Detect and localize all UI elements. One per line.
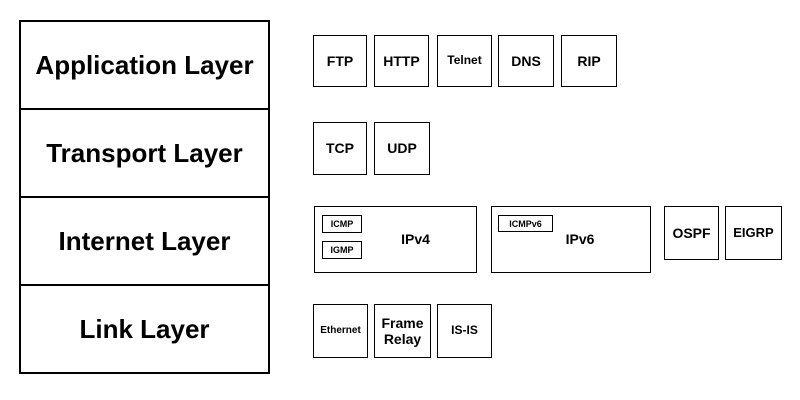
protocol-eigrp: EIGRP [725, 206, 782, 260]
protocol-ethernet: Ethernet [313, 304, 368, 358]
layer-application: Application Layer [21, 22, 268, 110]
protocol-ospf-label: OSPF [672, 224, 711, 241]
protocol-ftp-label: FTP [326, 52, 354, 69]
protocol-telnet-label: Telnet [447, 53, 482, 68]
protocol-icmpv6: ICMPv6 [498, 215, 553, 232]
layer-internet: Internet Layer [21, 198, 268, 286]
protocol-ospf: OSPF [664, 206, 719, 260]
layer-link-label: Link Layer [79, 313, 210, 344]
protocol-dns: DNS [498, 35, 554, 87]
protocol-frame-relay-label-line2: Relay [383, 331, 422, 347]
protocol-ethernet-label: Ethernet [320, 325, 361, 337]
protocol-rip-label: RIP [577, 52, 601, 69]
protocol-ftp: FTP [313, 35, 367, 87]
protocol-frame-relay-label-line1: Frame [381, 314, 424, 331]
layer-application-label: Application Layer [35, 49, 254, 80]
protocol-igmp-label: IGMP [330, 245, 354, 255]
protocol-tcp: TCP [313, 122, 367, 175]
protocol-frame-relay: Frame Relay [374, 304, 431, 358]
protocol-rip: RIP [561, 35, 617, 87]
protocol-icmp: ICMP [322, 215, 362, 233]
protocol-igmp: IGMP [322, 241, 362, 259]
protocol-udp-label: UDP [387, 140, 417, 157]
protocol-icmpv6-label: ICMPv6 [509, 218, 542, 229]
layer-transport: Transport Layer [21, 110, 268, 198]
protocol-ipv6-label: IPv6 [565, 231, 595, 248]
protocol-http-label: HTTP [383, 52, 420, 69]
protocol-icmp-label: ICMP [330, 219, 354, 229]
protocol-telnet: Telnet [437, 35, 492, 87]
protocol-http: HTTP [374, 35, 429, 87]
protocol-ipv4-label: IPv4 [401, 231, 430, 248]
protocol-dns-label: DNS [511, 52, 541, 69]
layer-internet-label: Internet Layer [58, 225, 231, 256]
protocol-isis: IS-IS [437, 304, 492, 358]
layer-transport-label: Transport Layer [46, 137, 243, 168]
layer-stack: Application Layer Transport Layer Intern… [19, 20, 270, 374]
protocol-udp: UDP [374, 122, 430, 175]
protocol-tcp-label: TCP [326, 140, 354, 157]
protocol-isis-label: IS-IS [451, 323, 478, 338]
layer-link: Link Layer [21, 286, 268, 372]
protocol-eigrp-label: EIGRP [733, 224, 774, 240]
